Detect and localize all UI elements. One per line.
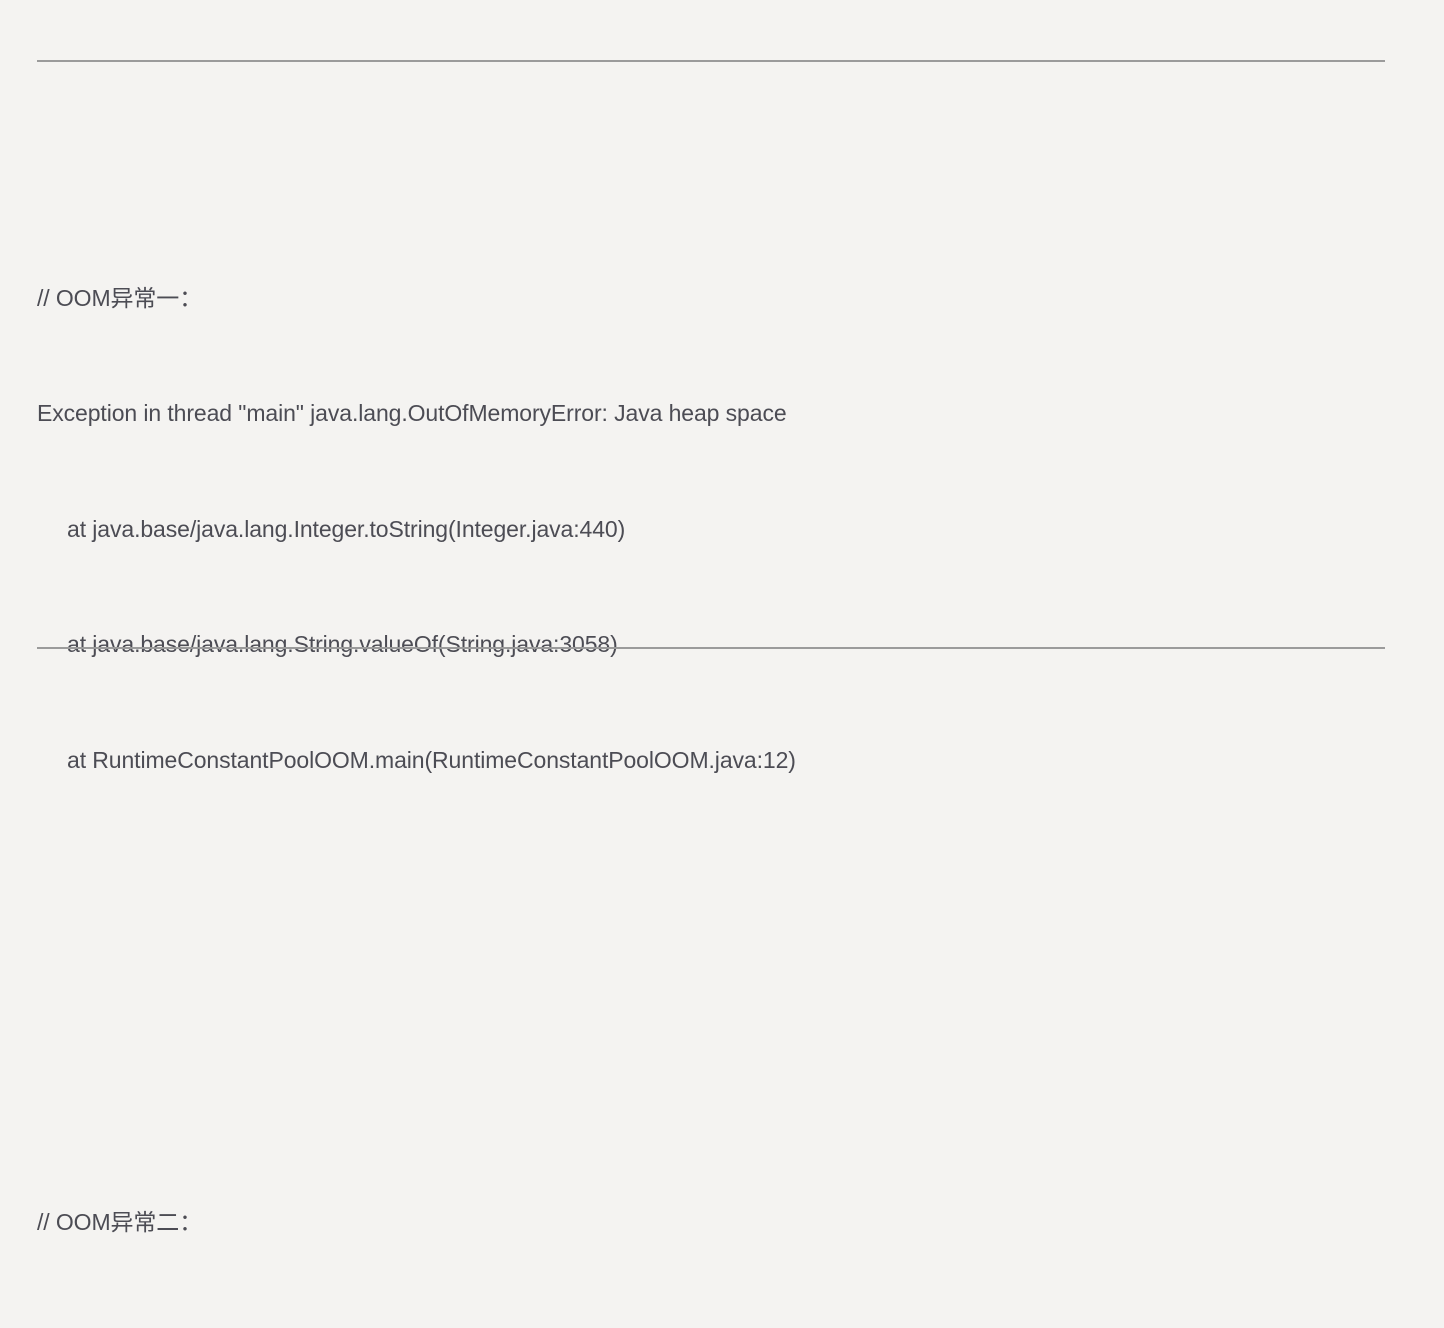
- oom-block-1: // OOM异常一： Exception in thread "main" ja…: [37, 202, 1404, 857]
- block-1-comment: // OOM异常一：: [37, 279, 1404, 318]
- stack-trace-output: // OOM异常一： Exception in thread "main" ja…: [37, 86, 1404, 1328]
- block-2-exception-header: Exception in thread "main" java.lang.Out…: [37, 1318, 1404, 1328]
- output-page: // OOM异常一： Exception in thread "main" ja…: [0, 0, 1444, 664]
- block-2-comment: // OOM异常二：: [37, 1203, 1404, 1242]
- block-1-frame-1: at java.base/java.lang.Integer.toString(…: [37, 510, 1404, 549]
- block-1-frame-3: at RuntimeConstantPoolOOM.main(RuntimeCo…: [37, 741, 1404, 780]
- block-separator: [37, 972, 1404, 1011]
- top-divider: [37, 60, 1385, 62]
- block-1-exception-header: Exception in thread "main" java.lang.Out…: [37, 394, 1404, 433]
- oom-block-2: // OOM异常二： Exception in thread "main" ja…: [37, 1126, 1404, 1328]
- block-1-frame-2: at java.base/java.lang.String.valueOf(St…: [37, 625, 1404, 664]
- bottom-divider: [37, 647, 1385, 649]
